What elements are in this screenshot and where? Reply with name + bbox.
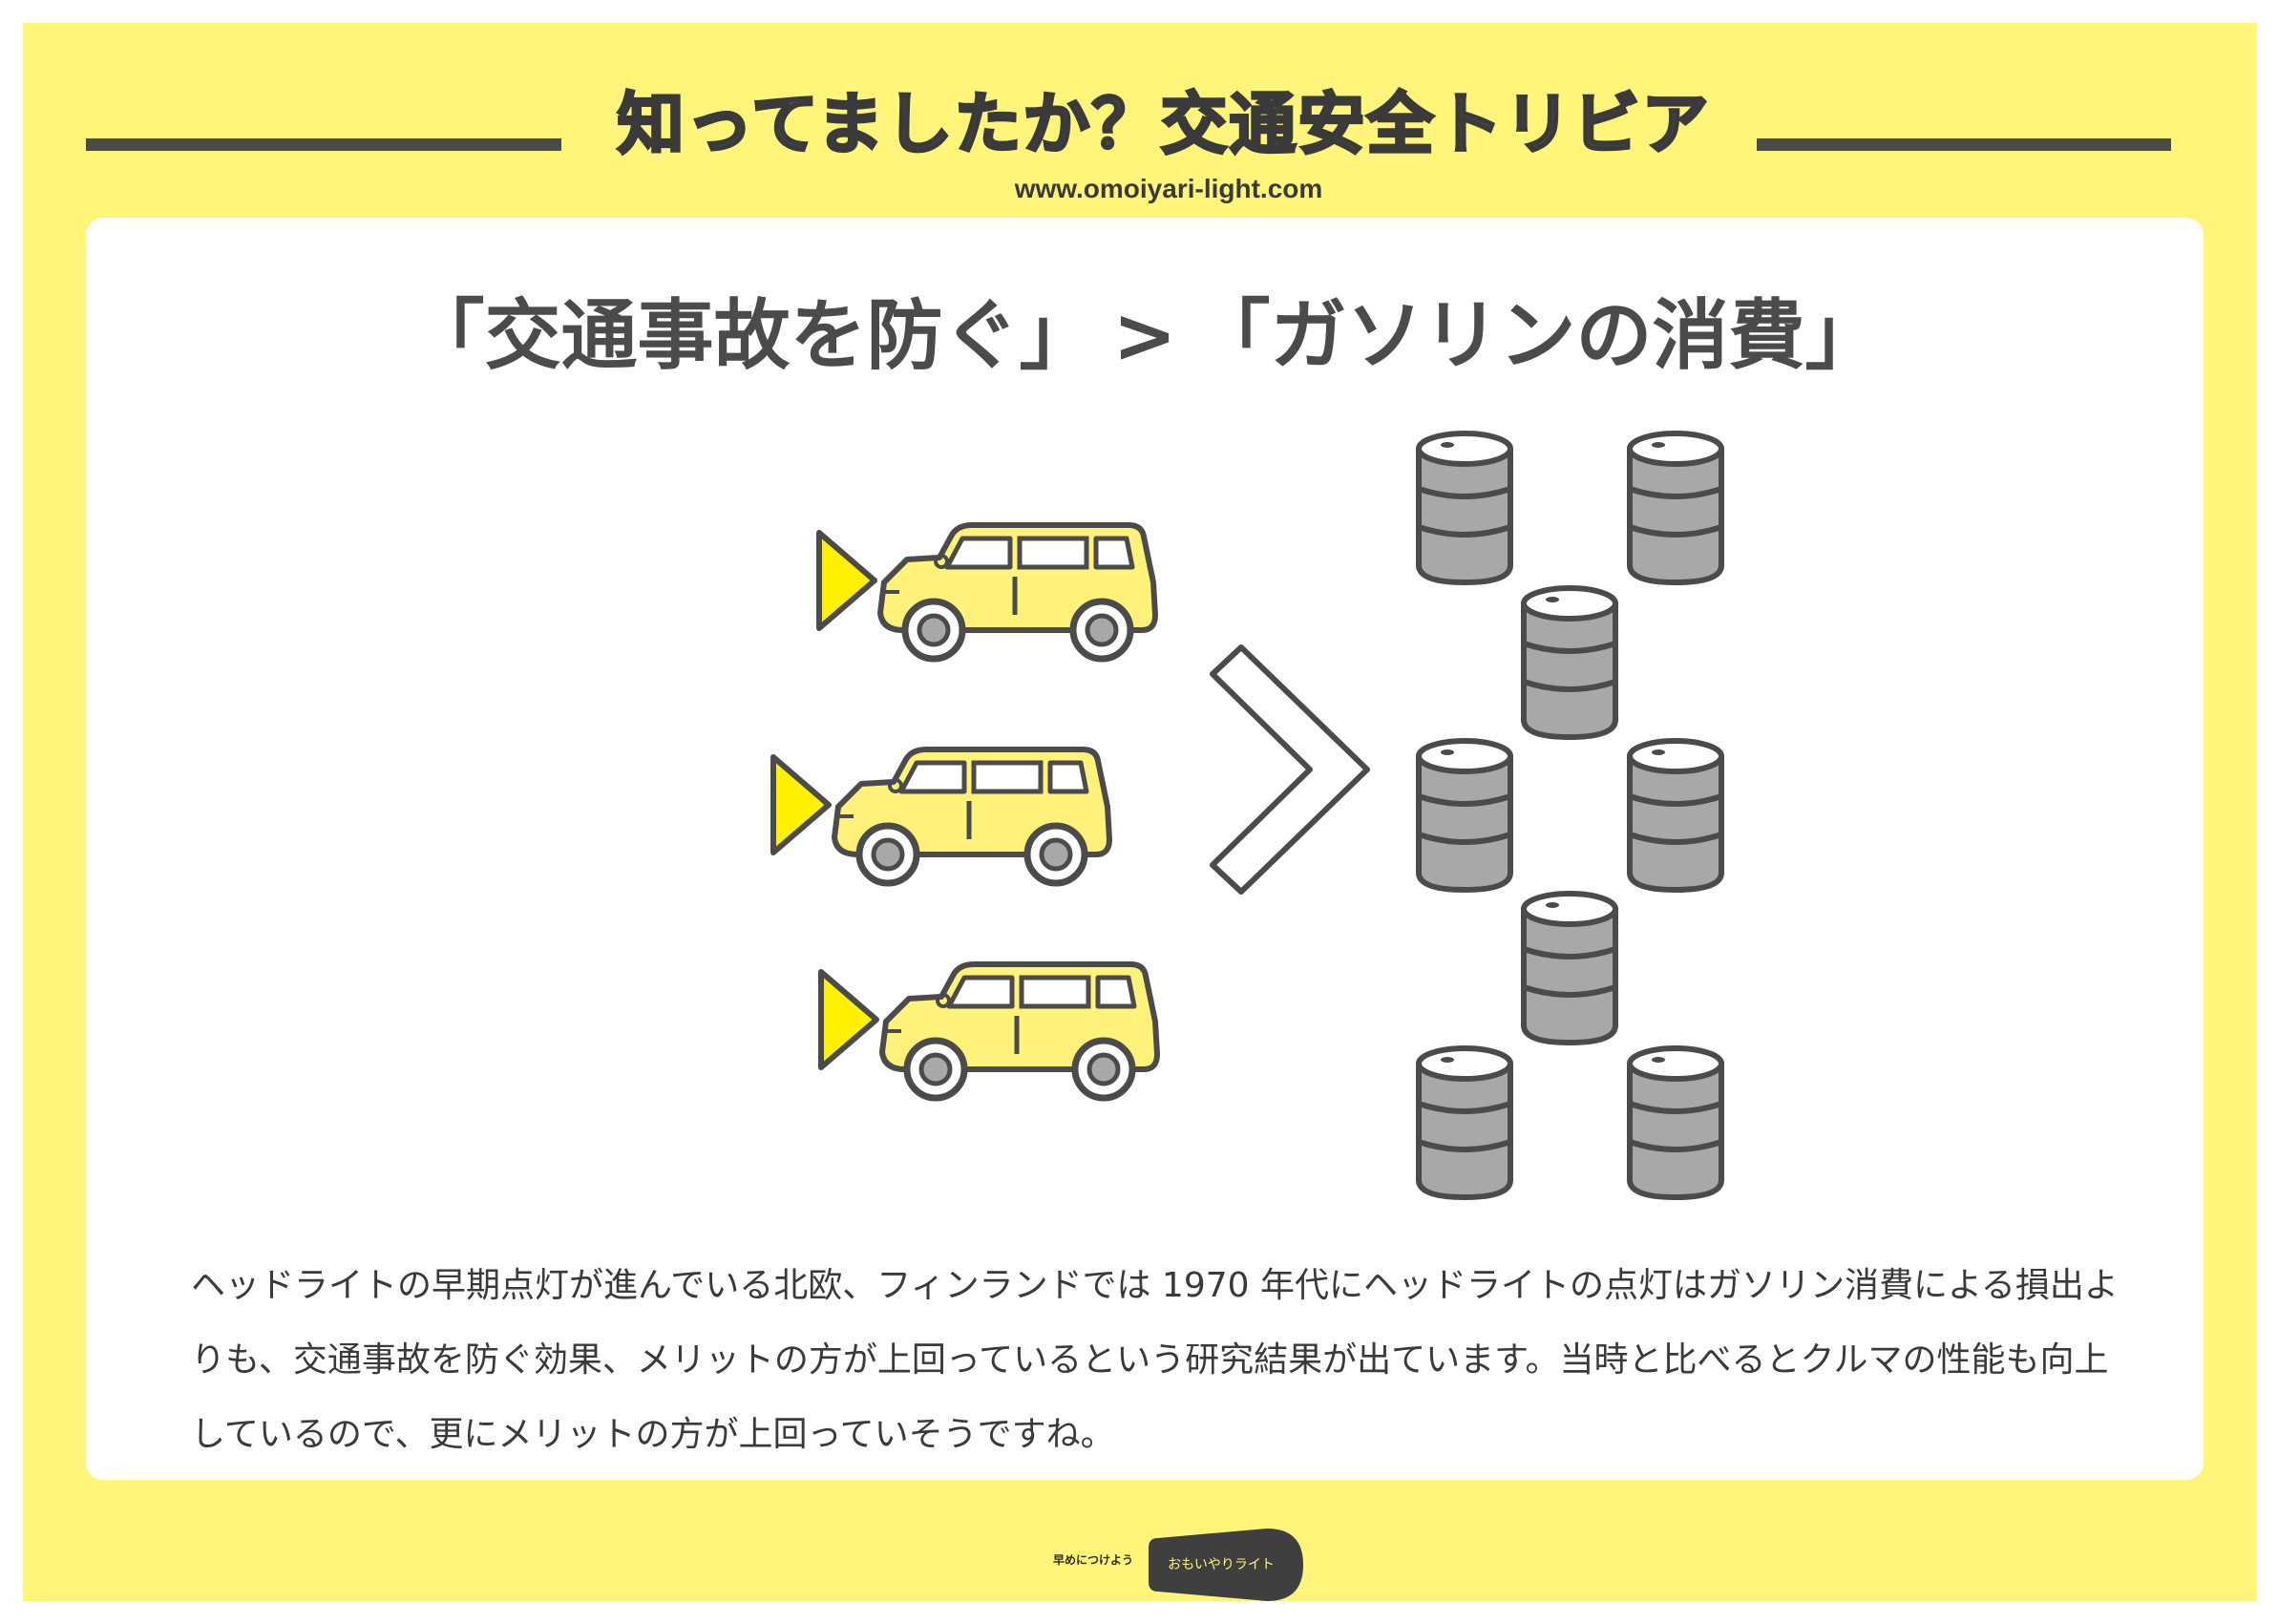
- oil-barrel-icon: [1524, 894, 1615, 1043]
- oil-barrel-icon: [1419, 433, 1510, 582]
- poster-title: 知ってましたか？交通安全トリビア: [616, 84, 1711, 165]
- body-text: ヘッドライトの早期点灯が進んでいる北欧、フィンランドでは 1970 年代にヘッド…: [191, 1266, 2119, 1454]
- car-icon: [821, 964, 1157, 1098]
- footer-tagline: 早めにつけよう: [1052, 1553, 1133, 1567]
- headline-right: 「ガソリンの消費」: [1193, 291, 1882, 380]
- oil-barrel-icon: [1630, 1048, 1721, 1197]
- footer-brand: おもいやりライト: [1168, 1557, 1275, 1572]
- headline-left: 「交通事故を防ぐ」: [408, 291, 1096, 380]
- header-rule-right: [1757, 138, 2171, 151]
- oil-barrel-icon: [1630, 741, 1721, 890]
- footer-logo: 早めにつけよう おもいやりライト: [1011, 1527, 1317, 1603]
- car-icon: [773, 749, 1109, 883]
- headline: 「交通事故を防ぐ」>「ガソリンの消費」: [86, 288, 2204, 384]
- site-url: www.omoiyari-light.com: [1014, 174, 1323, 203]
- car-icon: [819, 525, 1155, 659]
- oil-barrel-icon: [1419, 741, 1510, 890]
- flashlight-badge-icon: [1149, 1529, 1303, 1601]
- poster-background: 知ってましたか？交通安全トリビア www.omoiyari-light.com …: [23, 23, 2257, 1601]
- greater-than-chevron-icon: [1210, 644, 1370, 895]
- content-card: 「交通事故を防ぐ」>「ガソリンの消費」: [86, 218, 2204, 1480]
- headline-comparator: >: [1112, 291, 1177, 380]
- oil-barrel-icon: [1419, 1048, 1510, 1197]
- oil-barrel-icon: [1630, 433, 1721, 582]
- cars-vs-barrels-illustration: [659, 418, 1804, 1201]
- header-rule-left: [86, 138, 561, 151]
- oil-barrel-icon: [1524, 588, 1615, 737]
